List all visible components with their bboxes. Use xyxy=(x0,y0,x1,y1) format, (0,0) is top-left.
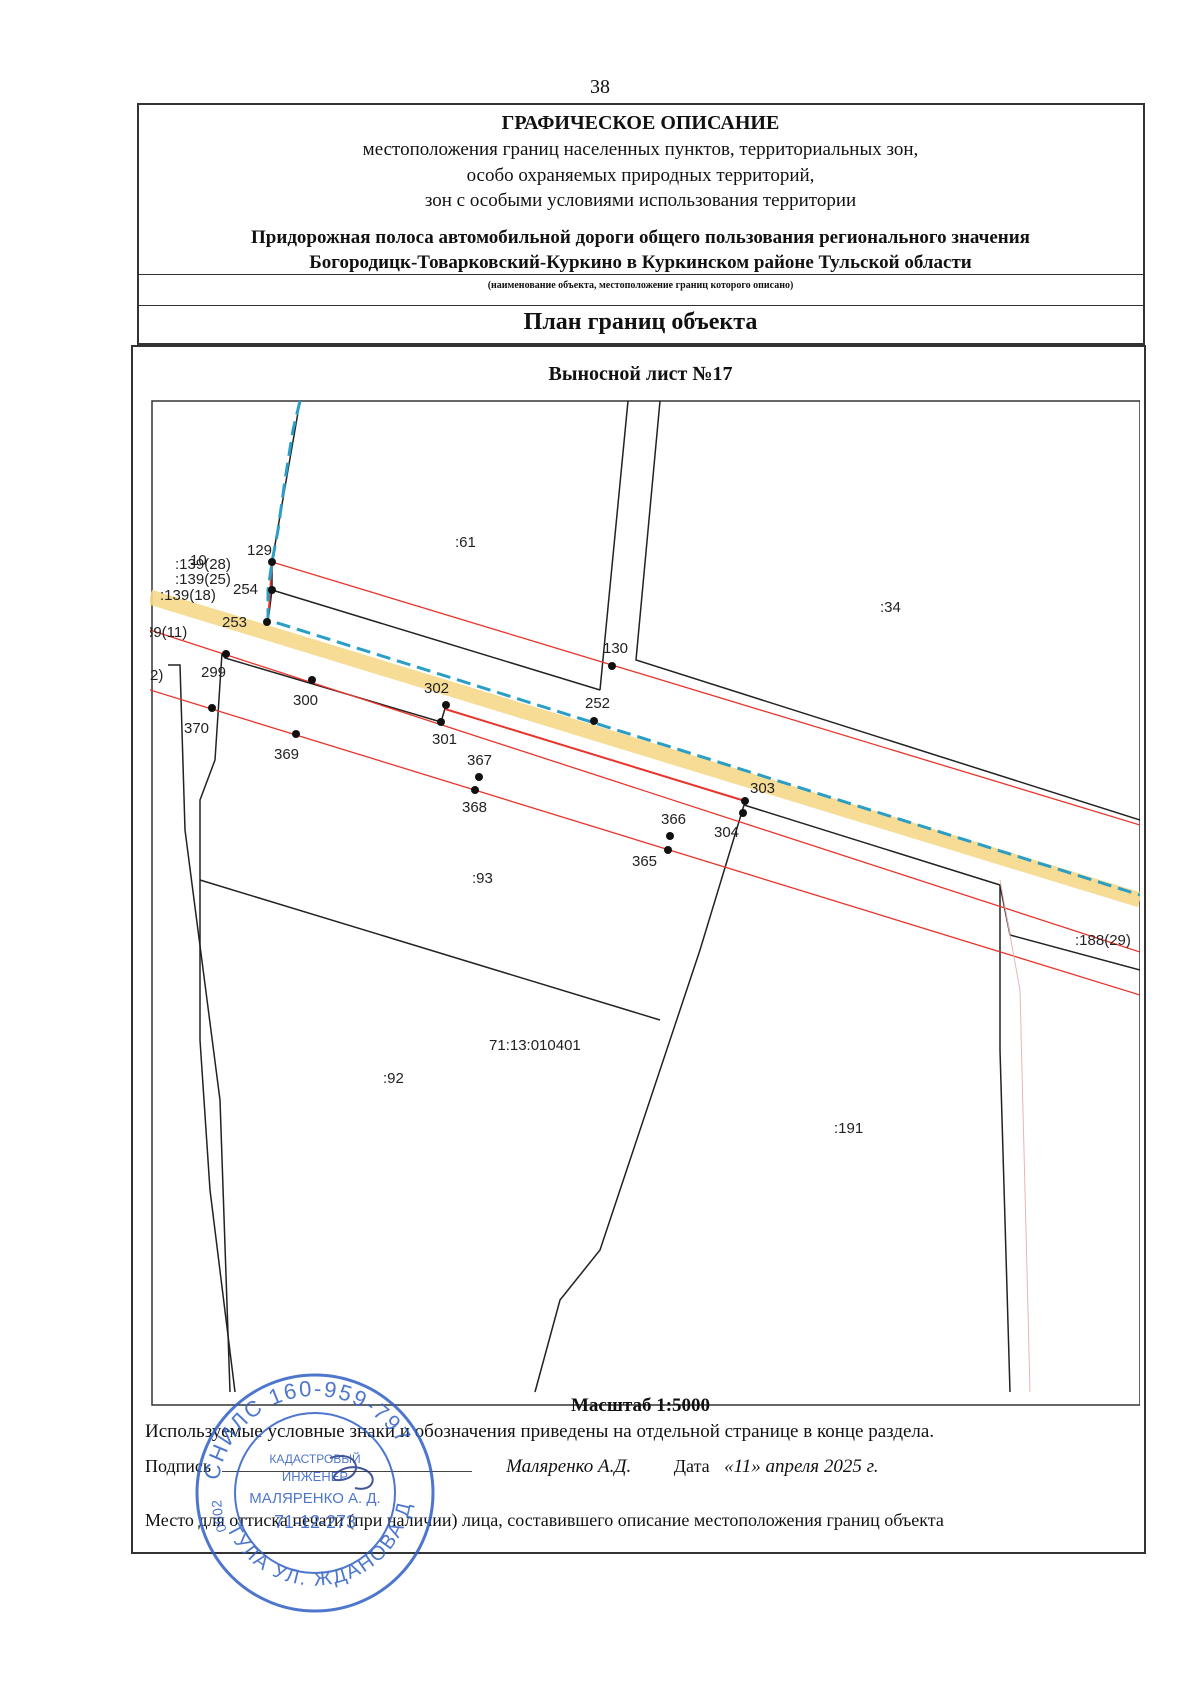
label-2: 2) xyxy=(150,667,163,684)
label-10: 10 xyxy=(190,552,207,569)
signer-name: Маляренко А.Д. xyxy=(506,1456,632,1477)
vertex-304 xyxy=(739,809,747,817)
vertex-300 xyxy=(308,676,316,684)
label-254: 254 xyxy=(233,581,258,598)
stamp-left-text: 0002 xyxy=(208,1499,229,1534)
vertex-299 xyxy=(222,650,230,658)
vertex-129 xyxy=(268,558,276,566)
vertex-367 xyxy=(475,773,483,781)
object-name-line-1: Придорожная полоса автомобильной дороги … xyxy=(251,227,1030,248)
label-253: 253 xyxy=(222,614,247,631)
vertices xyxy=(208,558,749,854)
signature-line xyxy=(221,1471,472,1472)
parcel-191: :191 xyxy=(834,1120,863,1137)
vertex-130 xyxy=(608,662,616,670)
label-370: 370 xyxy=(184,720,209,737)
label-129: 129 xyxy=(247,542,272,559)
date-label: Дата xyxy=(673,1456,710,1476)
vertex-253 xyxy=(263,618,271,626)
header-frame xyxy=(137,103,1145,345)
date-value: «11» апреля 2025 г. xyxy=(724,1456,879,1477)
subtitle-line-3: зон с особыми условиями использования те… xyxy=(424,190,857,211)
parcel-93: :93 xyxy=(472,870,493,887)
header-divider-bottom xyxy=(137,305,1145,306)
stamp-seal: СНИЛС 160-959-797 ТУЛА УЛ. ЖДАНОВА Д. 3 … xyxy=(183,1351,440,1618)
parcel-92: :92 xyxy=(383,1070,404,1087)
label-304: 304 xyxy=(714,824,739,841)
stamp-line-3: МАЛЯРЕНКО А. Д. xyxy=(249,1490,380,1507)
label-139-28: :139(28) xyxy=(175,556,231,573)
page-title: ГРАФИЧЕСКОЕ ОПИСАНИЕ xyxy=(501,112,780,134)
vertex-370 xyxy=(208,704,216,712)
stamp-line-2: ИНЖЕНЕР xyxy=(282,1469,348,1484)
cadastral-map: 129 10 :139(28) :139(25) 254 :139(18) 25… xyxy=(150,400,1140,1406)
label-139-18: :139(18) xyxy=(160,587,216,604)
header-divider-top xyxy=(137,274,1145,275)
vertex-252 xyxy=(590,717,598,725)
vertex-366 xyxy=(666,832,674,840)
object-name-line-2: Богородицк-Товарковский-Куркино в Куркин… xyxy=(309,252,972,273)
vertex-303 xyxy=(741,797,749,805)
label-300: 300 xyxy=(293,692,318,709)
plan-title: План границ объекта xyxy=(523,309,758,335)
faint-line xyxy=(999,879,1031,1393)
parcel-188: :188(29) xyxy=(1075,932,1131,949)
label-39-11: 39(11) xyxy=(150,624,187,641)
point-labels: 129 10 :139(28) :139(25) 254 :139(18) 25… xyxy=(150,542,775,870)
page-number: 38 xyxy=(590,76,610,98)
vertex-369 xyxy=(292,730,300,738)
signature-scribble xyxy=(329,1455,374,1490)
vertex-302 xyxy=(442,701,450,709)
label-368: 368 xyxy=(462,799,487,816)
signature-label: Подпись xyxy=(145,1456,212,1476)
label-369: 369 xyxy=(274,746,299,763)
vertex-254 xyxy=(268,586,276,594)
parcel-34: :34 xyxy=(880,599,901,616)
quarter-number: 71:13:010401 xyxy=(489,1037,581,1054)
map-frame xyxy=(131,345,1146,1554)
stamp-line-1: КАДАСТРОВЫЙ xyxy=(269,1451,360,1466)
vertex-301 xyxy=(437,718,445,726)
parcel-61: :61 xyxy=(455,534,476,551)
map-border xyxy=(151,400,1140,1406)
parcel-labels: :61 :34 :93 :188(29) 71:13:010401 :92 :1… xyxy=(383,534,1131,1137)
signature-row: Подпись Маляренко А.Д. Дата «11» апреля … xyxy=(145,1456,1145,1478)
seal-place-note: Место для оттиска печати (при наличии) л… xyxy=(145,1510,944,1530)
label-366: 366 xyxy=(661,811,686,828)
vertex-368 xyxy=(471,786,479,794)
label-301: 301 xyxy=(432,731,457,748)
subtitle-line-2: особо охраняемых природных территорий, xyxy=(466,165,815,186)
legend-note: Используемые условные знаки и обозначени… xyxy=(145,1421,935,1442)
label-367: 367 xyxy=(467,752,492,769)
parcel-lines xyxy=(168,400,1140,1393)
scale-label: Масштаб 1:5000 xyxy=(570,1395,711,1416)
label-139-25: :139(25) xyxy=(175,571,231,588)
road-highlight xyxy=(150,589,1140,908)
stamp-line-4: 71-12-273 xyxy=(274,1512,356,1532)
object-caption: (наименование объекта, местоположение гр… xyxy=(487,280,794,291)
label-130: 130 xyxy=(603,640,628,657)
svg-text:0002: 0002 xyxy=(208,1499,229,1534)
label-303: 303 xyxy=(750,780,775,797)
sheet-title: Выносной лист №17 xyxy=(548,363,733,385)
subtitle-line-1: местоположения границ населенных пунктов… xyxy=(362,139,919,160)
label-302: 302 xyxy=(424,680,449,697)
vertex-365 xyxy=(664,846,672,854)
dashed-line xyxy=(266,400,1140,897)
label-365: 365 xyxy=(632,853,657,870)
boundary-lines xyxy=(150,561,1140,996)
label-252: 252 xyxy=(585,695,610,712)
label-299: 299 xyxy=(201,664,226,681)
